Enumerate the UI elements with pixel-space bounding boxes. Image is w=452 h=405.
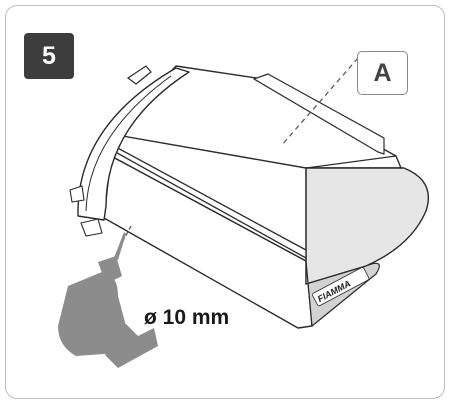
step-number-badge: 5 [24,33,74,79]
drill-bit [114,232,126,260]
top-surface [110,155,397,263]
bracket-foot-bottom [80,218,103,237]
end-cap [305,167,430,285]
callout-leader [280,57,359,147]
back-tab [253,73,385,155]
drill-handle [98,324,158,368]
instruction-frame: FIAMMA 5 A ø 10 mm [5,5,445,399]
drill-diameter-label: ø 10 mm [144,306,230,329]
step-number: 5 [42,41,56,70]
side-bracket-inner [85,75,172,212]
clip-top [126,65,152,85]
side-bracket [77,67,190,221]
callout-a-label: A [373,58,392,87]
bracket-foot-top [69,185,85,203]
awning-illustration: FIAMMA [58,57,430,368]
callout-a: A [357,51,408,95]
